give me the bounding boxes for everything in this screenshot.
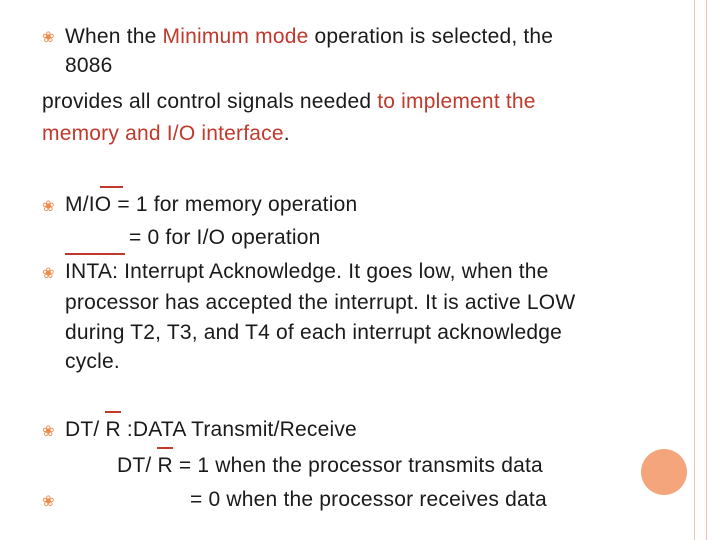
- decorative-rule-left: [694, 0, 695, 540]
- text-run: = 1 when the processor transmits data: [172, 454, 543, 477]
- highlight-implement: to implement the: [377, 90, 536, 113]
- bullet-icon: ❀: [42, 198, 55, 215]
- decorative-circle: [641, 449, 687, 495]
- text-run: : Interrupt Acknowledge. It goes low, wh…: [112, 260, 549, 283]
- text-run: = 1 for memory operation: [111, 193, 358, 216]
- highlight-minimum-mode: Minimum mode: [162, 25, 309, 48]
- mio-line-1: M/IO = 1 for memory operation: [65, 186, 358, 218]
- text-run: 8086: [65, 54, 113, 77]
- text-run: :DATA Transmit/Receive: [120, 418, 357, 441]
- text-run: cycle.: [65, 350, 120, 373]
- dtr-line-1: DT/ R :DATA Transmit/Receive: [65, 411, 357, 443]
- text-run: processor has accepted the interrupt. It…: [65, 291, 576, 314]
- decorative-rule-right: [706, 0, 707, 540]
- bullet-icon: ❀: [42, 493, 55, 510]
- intro-line-3: provides all control signals needed to i…: [42, 89, 536, 115]
- text-run: .: [283, 122, 290, 145]
- inta-line-3: during T2, T3, and T4 of each interrupt …: [65, 320, 562, 346]
- text-run: provides all control signals needed: [42, 90, 378, 113]
- text-run: When the: [65, 25, 163, 48]
- highlight-interface: memory and I/O interface: [42, 122, 284, 145]
- signal-mio: M/IO: [65, 186, 124, 216]
- bullet-icon: ❀: [42, 29, 55, 46]
- signal-r-bar: R: [105, 411, 122, 441]
- bullet-icon: ❀: [42, 423, 55, 440]
- signal-inta: INTA: [65, 253, 126, 283]
- intro-line-2: 8086: [65, 53, 113, 79]
- bullet-icon: ❀: [42, 265, 55, 282]
- signal-dt: DT/: [65, 418, 106, 441]
- inta-line-2: processor has accepted the interrupt. It…: [65, 290, 575, 316]
- text-run: = 0 for I/O operation: [129, 226, 321, 249]
- dtr-line-3: = 0 when the processor receives data: [190, 487, 547, 513]
- signal-r-bar: R: [157, 447, 174, 477]
- mio-line-2: = 0 for I/O operation: [129, 225, 321, 251]
- inta-line-4: cycle.: [65, 349, 120, 375]
- text-run: = 0 when the processor receives data: [190, 488, 547, 511]
- dtr-line-2: DT/ R = 1 when the processor transmits d…: [117, 447, 543, 479]
- inta-line-1: INTA: Interrupt Acknowledge. It goes low…: [65, 253, 549, 285]
- text-run: during T2, T3, and T4 of each interrupt …: [65, 321, 563, 344]
- signal-dt: DT/: [117, 454, 158, 477]
- intro-line-1: When the Minimum mode operation is selec…: [65, 24, 553, 50]
- text-run: operation is selected, the: [308, 25, 554, 48]
- intro-line-4: memory and I/O interface.: [42, 121, 290, 147]
